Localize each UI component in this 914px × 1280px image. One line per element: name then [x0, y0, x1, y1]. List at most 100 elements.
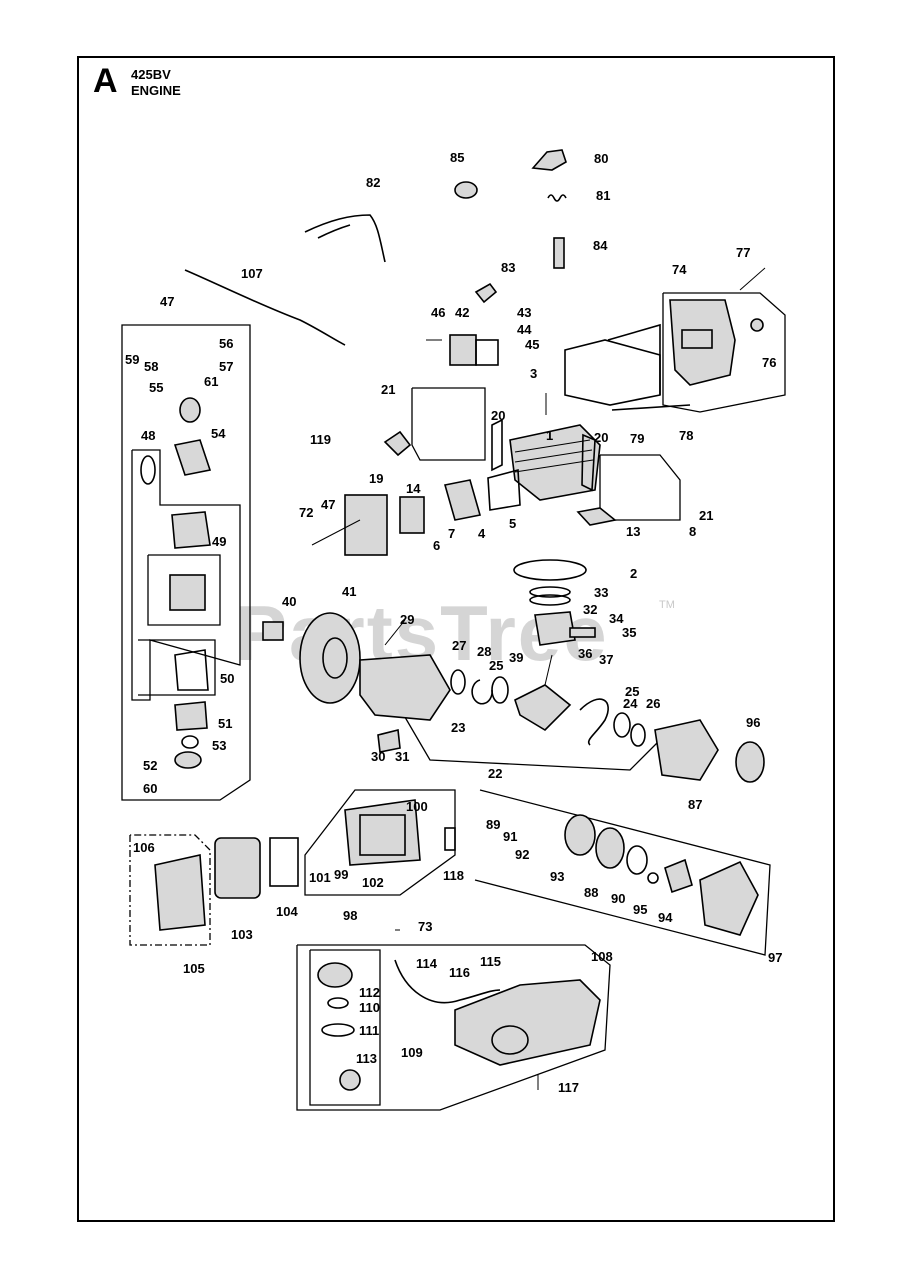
- part-107-throttle-cable: [184, 269, 346, 346]
- diagram-frame: [77, 56, 835, 1222]
- part-1-cylinder: [509, 424, 601, 501]
- part-78-plate: [607, 323, 661, 395]
- callout-49: 49: [212, 534, 226, 549]
- callout-119: 119: [310, 432, 331, 447]
- callout-61: 61: [204, 374, 218, 389]
- part-54-body: [173, 439, 212, 476]
- part-77-bolt: [739, 267, 766, 291]
- callout-112: 112: [359, 985, 380, 1000]
- callout-98: 98: [343, 908, 357, 923]
- group-outline-78: [662, 292, 786, 413]
- part-28-circlip: [471, 679, 493, 705]
- part-88-pulley: [595, 827, 625, 869]
- part-44-bracket: [475, 339, 499, 366]
- callout-24: 24: [623, 696, 638, 711]
- part-50-gasket: [174, 649, 209, 691]
- group-outline-109: [309, 949, 381, 1106]
- part-108-fuel-tank: [454, 979, 601, 1066]
- part-40-nut: [262, 621, 284, 641]
- part-102-inner: [359, 814, 406, 856]
- part-102-filter-housing: [344, 799, 421, 866]
- part-118: [444, 827, 456, 851]
- callout-59: 59: [125, 352, 139, 367]
- callout-80: 80: [594, 151, 608, 166]
- part-48-gasket: [140, 455, 156, 485]
- part-49-plate: [169, 574, 206, 611]
- part-103-filter: [214, 837, 261, 899]
- callout-39: 39: [509, 650, 523, 665]
- callout-97: 97: [768, 950, 782, 965]
- callout-77: 77: [736, 245, 750, 260]
- callout-35: 35: [622, 625, 636, 640]
- group-outline-47: [121, 324, 251, 801]
- part-1-fin1: [514, 439, 591, 453]
- callout-76: 76: [762, 355, 776, 370]
- part-20-gasket-b: [581, 433, 596, 492]
- callout-31: 31: [395, 749, 409, 764]
- callout-107: 107: [241, 266, 263, 281]
- part-90-washer: [626, 845, 648, 875]
- callout-1: 1: [546, 428, 553, 443]
- callout-85: 85: [450, 150, 464, 165]
- part-33-ring: [529, 586, 571, 598]
- callout-27: 27: [452, 638, 466, 653]
- callout-60: 60: [143, 781, 157, 796]
- callout-117: 117: [558, 1080, 579, 1095]
- part-51-diaphragm: [174, 701, 208, 731]
- part-34-pin: [569, 627, 596, 638]
- callout-21-b: 21: [699, 508, 713, 523]
- part-61-needle: [179, 397, 201, 423]
- callout-3: 3: [530, 366, 537, 381]
- callout-103: 103: [231, 927, 253, 942]
- part-1-fin2: [514, 449, 593, 463]
- part-33-ring-b: [529, 594, 571, 606]
- group-outline-crankcase: [394, 699, 661, 771]
- group-outline-87: [474, 789, 771, 956]
- callout-53: 53: [212, 738, 226, 753]
- callout-87: 87: [688, 797, 702, 812]
- callout-57: 57: [219, 359, 233, 374]
- part-79-heat-shield: [564, 339, 661, 406]
- callout-95: 95: [633, 902, 647, 917]
- group-outline-48: [131, 449, 241, 701]
- callout-82: 82: [366, 175, 380, 190]
- callout-44: 44: [517, 322, 532, 337]
- callout-5: 5: [509, 516, 516, 531]
- part-78-bottom: [611, 404, 691, 411]
- part-94-handle: [664, 858, 693, 894]
- callout-90: 90: [611, 891, 625, 906]
- group-outline-50: [138, 639, 216, 696]
- callout-73: 73: [418, 919, 432, 934]
- callout-2: 2: [630, 566, 637, 581]
- part-1-fin3: [514, 459, 594, 473]
- part-crankcase-left: [359, 654, 451, 721]
- part-25-bearing: [491, 676, 509, 704]
- part-49-diaphragm: [171, 511, 211, 549]
- part-85-grommet: [454, 181, 478, 199]
- callout-92: 92: [515, 847, 529, 862]
- callout-41: 41: [342, 584, 356, 599]
- callout-91: 91: [503, 829, 517, 844]
- callout-32: 32: [583, 602, 597, 617]
- callout-51: 51: [218, 716, 232, 731]
- part-95: [647, 872, 659, 884]
- callout-56: 56: [219, 336, 233, 351]
- callout-4: 4: [478, 526, 486, 541]
- callout-74: 74: [672, 262, 687, 277]
- watermark-trademark: TM: [659, 599, 675, 611]
- part-108-fill-neck: [491, 1025, 529, 1055]
- part-104-gasket: [269, 837, 299, 887]
- part-26-seal: [630, 723, 646, 747]
- callout-116: 116: [449, 965, 470, 980]
- callout-110: 110: [359, 1000, 380, 1015]
- callout-33: 33: [594, 585, 608, 600]
- section-letter: A: [93, 62, 118, 100]
- callout-106: 106: [133, 840, 155, 855]
- callout-113: 113: [356, 1051, 377, 1066]
- part-74-window: [681, 329, 713, 349]
- callout-25-b: 25: [625, 684, 639, 699]
- part-4-intake: [443, 479, 482, 521]
- callout-55: 55: [149, 380, 163, 395]
- part-52-cover: [174, 751, 202, 769]
- callout-6: 6: [433, 538, 440, 553]
